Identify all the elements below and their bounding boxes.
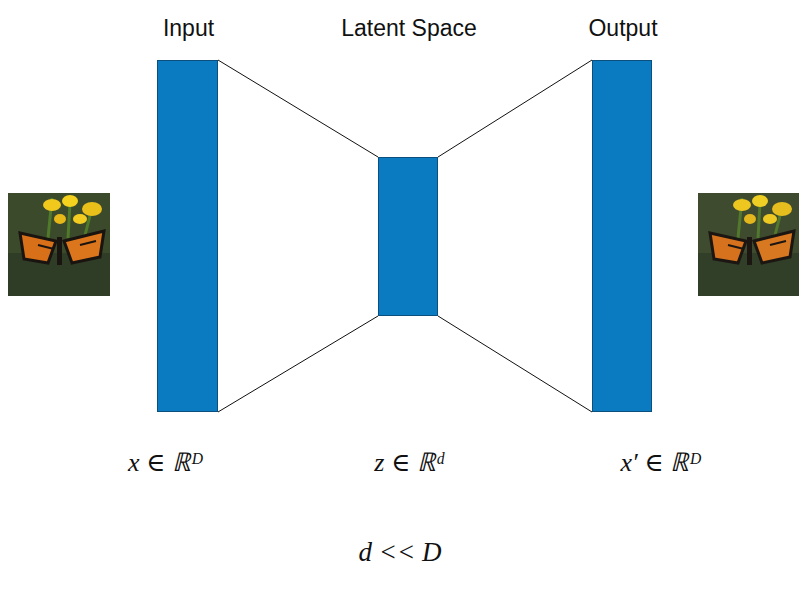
dimension-formula: x ∈ ℝᴰ bbox=[128, 447, 203, 478]
dimension-formula: x′ ∈ ℝᴰ bbox=[621, 447, 702, 478]
layer-block: Inputx ∈ ℝᴰ bbox=[157, 60, 218, 412]
funnel-connector bbox=[218, 60, 378, 412]
dimension-formula: z ∈ ℝᵈ bbox=[374, 447, 443, 478]
layer-heading: Output bbox=[588, 15, 657, 43]
layer-block: Latent Spacez ∈ ℝᵈ bbox=[378, 157, 438, 316]
layer-block: Outputx′ ∈ ℝᴰ bbox=[592, 60, 652, 412]
funnel-connector bbox=[438, 60, 592, 412]
input-image bbox=[8, 193, 110, 296]
dimension-note: d << D bbox=[359, 536, 442, 568]
layer-heading: Latent Space bbox=[341, 15, 477, 43]
layer-heading: Input bbox=[163, 15, 214, 43]
output-image bbox=[698, 193, 799, 296]
